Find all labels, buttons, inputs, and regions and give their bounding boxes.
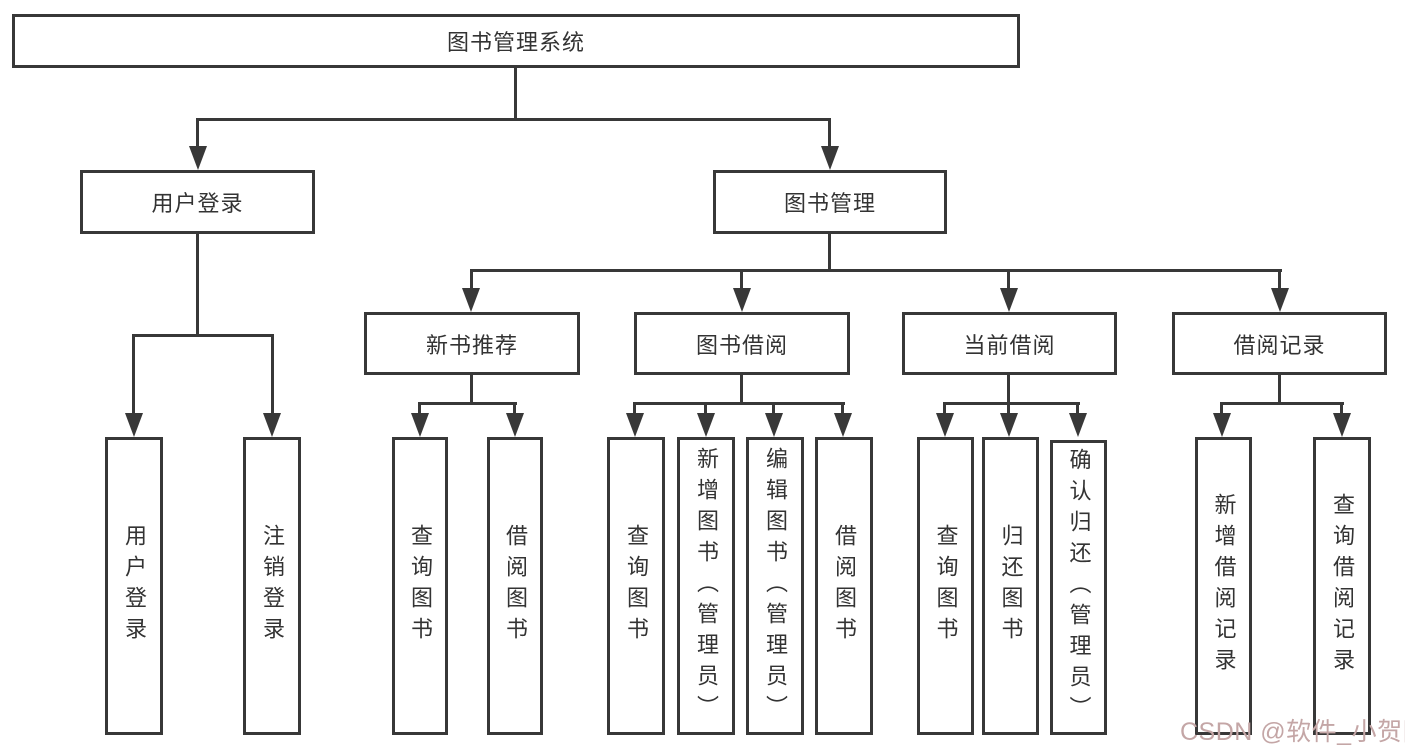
connector-vline (1278, 375, 1281, 404)
connector-level2-hline (196, 118, 831, 121)
node-label: 用户登录 (122, 524, 147, 648)
connector-root-vline (514, 67, 517, 120)
arrowhead-down-icon (765, 413, 783, 437)
arrowhead-down-icon (1000, 413, 1018, 437)
node-label: 新书推荐 (425, 332, 518, 358)
connector-user-login-stem (196, 118, 199, 150)
node-label: 确认归还（管理员） (1066, 448, 1092, 727)
connector-stem (841, 402, 844, 419)
connector-level3-hline (470, 269, 1282, 272)
connector-stem (1007, 269, 1010, 294)
node-user-login-module: 用户登录 (80, 170, 315, 234)
arrowhead-down-icon (821, 146, 839, 170)
arrowhead-down-icon (834, 413, 852, 437)
connector-stem (633, 402, 636, 419)
connector-stem (772, 402, 775, 419)
arrowhead-down-icon (697, 413, 715, 437)
node-return-books: 归还图书 (982, 437, 1039, 735)
node-label: 用户登录 (151, 191, 244, 216)
connector-hline (419, 402, 517, 405)
connector-stem (271, 334, 274, 416)
connector-book-management-stem (828, 118, 831, 150)
connector-stem (1340, 402, 1343, 419)
node-label: 图书管理 (783, 191, 876, 216)
node-add-borrow-record: 新增借阅记录 (1195, 437, 1252, 735)
node-label: 注销登录 (260, 524, 285, 648)
node-label: 编辑图书（管理员） (763, 446, 788, 726)
connector-hline (634, 402, 845, 405)
csdn-watermark: CSDN @软件_小贺同学 (1180, 718, 1405, 746)
connector-vline (740, 375, 743, 404)
arrowhead-down-icon (1271, 288, 1289, 312)
node-label: 图书借阅 (695, 332, 788, 358)
node-new-book-recommendation: 新书推荐 (364, 312, 580, 375)
node-label: 新增借阅记录 (1211, 493, 1237, 679)
connector-stem (943, 402, 946, 419)
node-label: 归还图书 (998, 524, 1024, 648)
node-borrowing-records: 借阅记录 (1172, 312, 1387, 375)
node-query-borrow-record: 查询借阅记录 (1313, 437, 1371, 735)
connector-user-login-vline (196, 234, 199, 336)
connector-stem (513, 402, 516, 419)
arrowhead-down-icon (189, 146, 207, 170)
node-borrow-books-borrowing: 借阅图书 (815, 437, 873, 735)
connector-stem (1220, 402, 1223, 419)
connector-hline (1221, 402, 1344, 405)
arrowhead-down-icon (733, 288, 751, 312)
connector-vline (1007, 375, 1010, 404)
node-book-management-module: 图书管理 (713, 170, 947, 234)
arrowhead-down-icon (1069, 413, 1087, 437)
node-label: 查询图书 (408, 524, 433, 648)
connector-stem (470, 269, 473, 294)
arrowhead-down-icon (1000, 288, 1018, 312)
node-logout-action: 注销登录 (243, 437, 301, 735)
connector-stem (1007, 402, 1010, 419)
arrowhead-down-icon (1333, 413, 1351, 437)
arrowhead-down-icon (263, 413, 281, 437)
node-label: 借阅图书 (503, 524, 528, 648)
arrowhead-down-icon (1213, 413, 1231, 437)
arrowhead-down-icon (411, 413, 429, 437)
node-query-books-recommend: 查询图书 (392, 437, 448, 735)
node-label: 图书管理系统 (446, 30, 585, 55)
node-user-login-action: 用户登录 (105, 437, 163, 735)
arrowhead-down-icon (936, 413, 954, 437)
node-query-books-borrowing: 查询图书 (607, 437, 665, 735)
arrowhead-down-icon (462, 288, 480, 312)
connector-stem (704, 402, 707, 419)
node-borrow-books-recommend: 借阅图书 (487, 437, 543, 735)
node-label: 查询图书 (933, 524, 959, 648)
node-book-borrowing: 图书借阅 (634, 312, 850, 375)
node-label: 查询借阅记录 (1330, 493, 1355, 679)
node-label: 借阅图书 (832, 524, 857, 648)
node-add-books-admin: 新增图书（管理员） (677, 437, 735, 735)
arrowhead-down-icon (626, 413, 644, 437)
node-current-borrowing: 当前借阅 (902, 312, 1117, 375)
connector-stem (1278, 269, 1281, 294)
connector-stem (132, 334, 135, 416)
node-confirm-return-admin: 确认归还（管理员） (1050, 440, 1107, 735)
connector-book-management-vline (828, 234, 831, 271)
node-label: 查询图书 (624, 524, 649, 648)
node-edit-books-admin: 编辑图书（管理员） (746, 437, 804, 735)
node-query-books-current: 查询图书 (917, 437, 974, 735)
connector-user-login-hline (132, 334, 274, 337)
node-library-management-system: 图书管理系统 (12, 14, 1020, 68)
connector-stem (418, 402, 421, 419)
arrowhead-down-icon (125, 413, 143, 437)
node-label: 当前借阅 (963, 332, 1056, 358)
connector-hline (944, 402, 1080, 405)
connector-stem (1076, 402, 1079, 419)
connector-stem (740, 269, 743, 294)
connector-vline (470, 375, 473, 404)
arrowhead-down-icon (506, 413, 524, 437)
node-label: 借阅记录 (1233, 332, 1326, 358)
node-label: 新增图书（管理员） (694, 446, 719, 726)
